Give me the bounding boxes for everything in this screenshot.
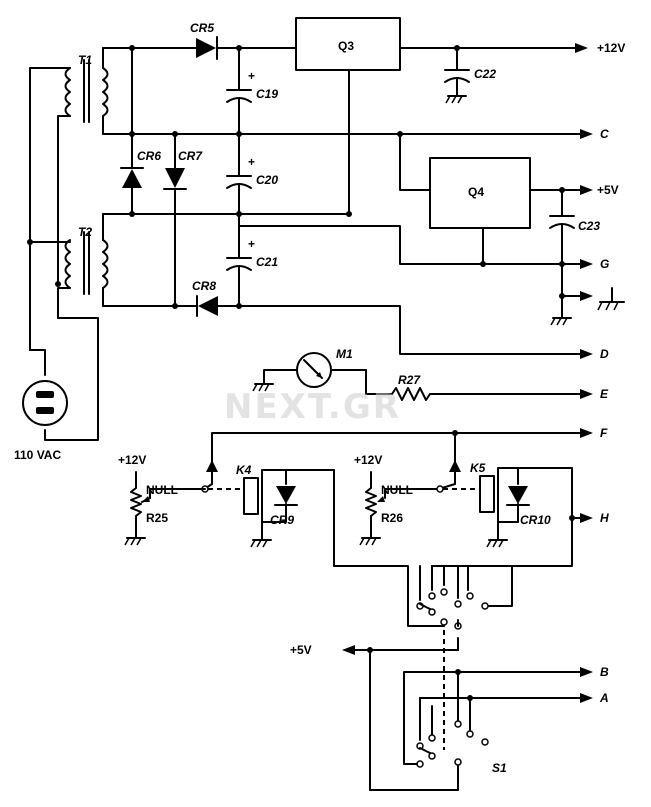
transformer-t1 [64, 47, 109, 135]
meter-m1 [296, 352, 332, 388]
ground-icon [359, 537, 381, 546]
ground-icon [252, 383, 274, 392]
label-plus12-top: +12V [597, 41, 625, 55]
label-c20: C20 [256, 173, 278, 187]
ground-icon [486, 539, 508, 548]
output-c: C [600, 127, 609, 141]
label-plus5-lower: +5V [290, 643, 312, 657]
resistor-r27 [391, 387, 431, 401]
label-plus-c19: + [248, 69, 255, 83]
potentiometer-r25 [130, 487, 142, 517]
diode-cr9 [276, 486, 296, 504]
rotary-switch-s1-lower [403, 705, 489, 768]
label-c21: C21 [256, 255, 278, 269]
label-plus-c21: + [248, 237, 255, 251]
label-mains: 110 VAC [14, 448, 61, 462]
transformer-t2 [64, 225, 109, 307]
label-k5: K5 [470, 461, 486, 475]
label-cr8: CR8 [192, 279, 216, 293]
label-c22: C22 [474, 67, 496, 81]
relay-k5 [479, 475, 499, 513]
label-cr10: CR10 [520, 513, 551, 527]
ground-icon [250, 539, 272, 548]
label-m1: M1 [336, 347, 353, 361]
label-plus5-right: +5V [597, 183, 619, 197]
ground-icon [550, 317, 572, 326]
watermark: NEXT.GR [224, 387, 401, 427]
label-plus12-a: +12V [118, 453, 146, 467]
label-t1: T1 [78, 53, 92, 67]
label-null-b: NULL [381, 483, 413, 497]
diode-cr6 [120, 47, 144, 215]
output-e: E [600, 387, 609, 401]
label-cr6: CR6 [137, 149, 161, 163]
label-s1: S1 [492, 761, 507, 775]
ground-icon [445, 95, 467, 104]
label-q4: Q4 [468, 185, 484, 199]
label-r26: R26 [381, 511, 403, 525]
ac-plug-icon [22, 380, 68, 426]
diode-cr10 [508, 486, 528, 504]
label-r25: R25 [146, 511, 168, 525]
label-cr7: CR7 [178, 149, 203, 163]
label-plus12-b: +12V [354, 453, 382, 467]
output-f: F [600, 426, 608, 440]
label-c19: C19 [256, 87, 278, 101]
diode-cr8 [196, 295, 218, 317]
output-a: A [599, 691, 609, 705]
ground-icon [124, 537, 146, 546]
relay-k4 [243, 477, 263, 515]
diode-cr5 [196, 36, 218, 60]
label-cr5: CR5 [190, 21, 214, 35]
potentiometer-r26 [365, 487, 377, 517]
label-plus-c20: + [248, 155, 255, 169]
label-r27: R27 [398, 373, 421, 387]
output-d: D [600, 347, 609, 361]
label-c23: C23 [578, 219, 600, 233]
output-g: G [600, 257, 609, 271]
label-t2: T2 [78, 225, 92, 239]
diode-cr7 [163, 133, 187, 307]
label-null-a: NULL [146, 483, 178, 497]
regulator-q4 [429, 157, 531, 229]
label-q3: Q3 [338, 39, 354, 53]
output-h: H [600, 511, 609, 525]
label-cr9: CR9 [270, 513, 294, 527]
output-b: B [600, 665, 609, 679]
label-k4: K4 [236, 463, 252, 477]
rotary-switch-s1-upper [407, 565, 513, 630]
chassis-ground-icon [597, 287, 625, 311]
